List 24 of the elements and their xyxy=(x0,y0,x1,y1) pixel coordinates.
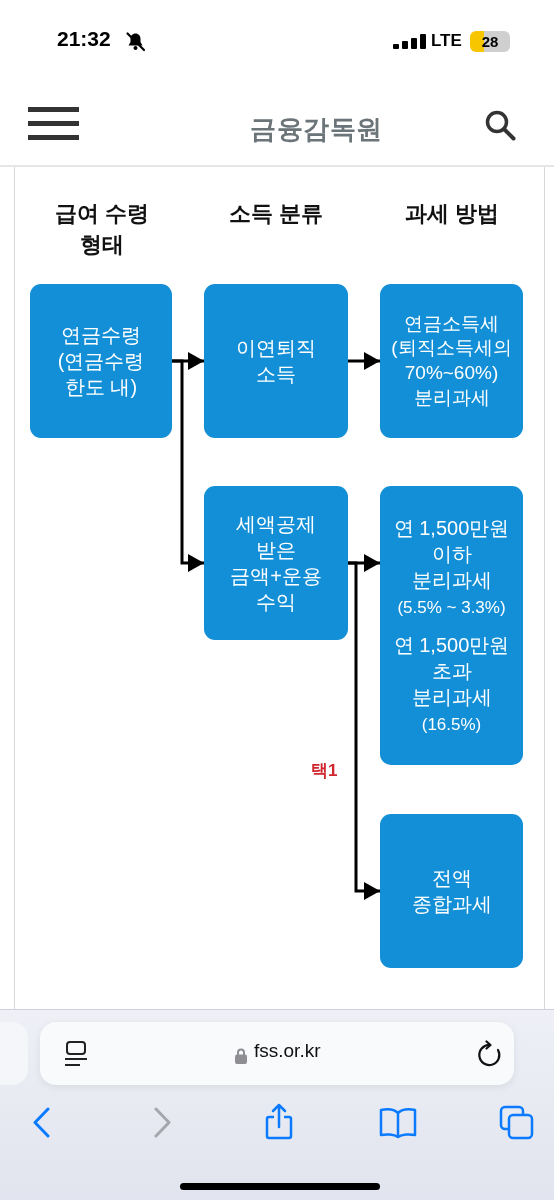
node-text: 전액 종합과세 xyxy=(410,866,493,917)
process-box xyxy=(30,284,172,438)
node-text: 연 1,500만원 초과 분리과세 (16.5%) xyxy=(392,632,511,736)
node-text: 연금소득세 (퇴직소득세의 70%~60%) 분리과세 xyxy=(390,311,513,410)
arrow xyxy=(348,561,380,900)
node-text: 연 1,500만원 이하 분리과세 (5.5% ~ 3.3%) xyxy=(392,516,511,620)
site-name: 금융감독원 xyxy=(250,113,383,146)
column-header: 소득 분류 xyxy=(227,200,325,228)
process-box xyxy=(204,284,348,438)
choice-note: 택1 xyxy=(311,760,338,782)
node-text: 연금수령 (연금수령 한도 내) xyxy=(56,323,146,400)
process-box xyxy=(380,284,523,438)
network-type: LTE xyxy=(431,31,462,51)
process-box xyxy=(204,486,348,640)
process-box xyxy=(380,814,523,968)
arrow xyxy=(172,359,204,572)
node-text: 이연퇴직 소득 xyxy=(235,336,317,387)
column-header: 급여 수령 형태 xyxy=(53,200,151,259)
process-box xyxy=(380,486,523,765)
url-text: fss.or.kr xyxy=(254,1040,321,1062)
arrow xyxy=(348,352,380,370)
node-text: 세액공제 받은 금액+운용 수익 xyxy=(229,512,323,615)
column-header: 과세 방법 xyxy=(403,200,501,228)
status-time: 21:32 xyxy=(57,27,111,51)
